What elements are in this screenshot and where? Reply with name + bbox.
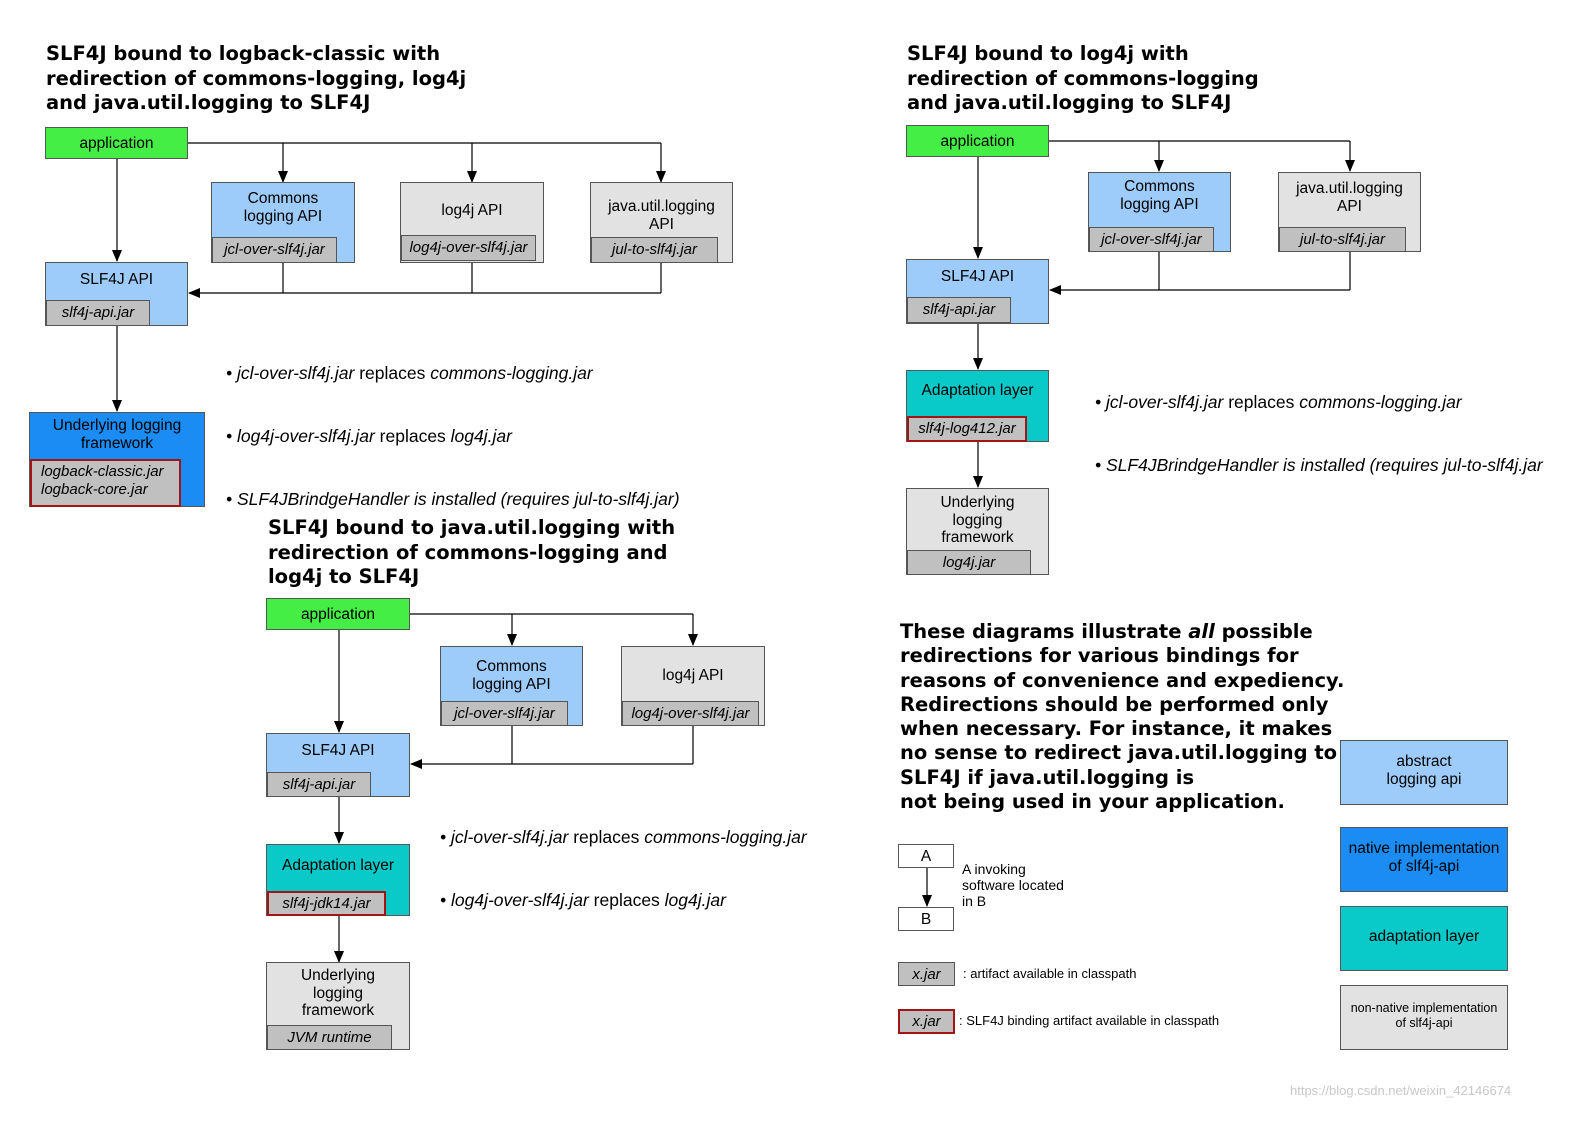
legend-abstract-api-swatch: abstract logging api	[1340, 740, 1508, 805]
explanation-paragraph: These diagrams illustrate all possible r…	[900, 620, 1345, 814]
watermark-url: https://blog.csdn.net/weixin_42146674	[1290, 1083, 1512, 1098]
commons-logging-label: Commons logging API	[1120, 178, 1199, 213]
legend-binding-jar-sample: x.jar	[898, 1009, 955, 1034]
d1-slf4j-api-box: SLF4J API slf4j-api.jar	[45, 262, 188, 326]
d2-slf4j-api-box: SLF4J API slf4j-api.jar	[906, 259, 1049, 324]
jvm-runtime-jar: JVM runtime	[267, 1025, 392, 1050]
jcl-over-slf4j-jar: jcl-over-slf4j.jar	[441, 701, 568, 726]
slf4j-log412-jar: slf4j-log412.jar	[907, 416, 1027, 442]
jcl-over-slf4j-jar: jcl-over-slf4j.jar	[212, 237, 337, 263]
jul-api-label: java.util.logging API	[608, 198, 715, 233]
underlying-framework-label: Underlying logging framework	[52, 417, 182, 452]
d3-underlying-framework-box: Underlying logging framework JVM runtime	[266, 962, 410, 1050]
log4j-api-label: log4j API	[441, 202, 503, 219]
legend-box-a: A	[898, 844, 954, 868]
legend-jar-description: : artifact available in classpath	[963, 966, 1137, 981]
d1-note-3: • SLF4JBrindgeHandler is installed (requ…	[226, 489, 680, 509]
slf4j-api-label: SLF4J API	[79, 271, 154, 288]
d1-jul-api-box: java.util.logging API jul-to-slf4j.jar	[590, 182, 733, 263]
d1-underlying-framework-box: Underlying logging framework logback-cla…	[29, 412, 205, 507]
legend-invoking-text: A invoking software located in B	[962, 861, 1064, 909]
d1-commons-logging-box: Commons logging API jcl-over-slf4j.jar	[211, 182, 355, 263]
legend-non-native-label: non-native implementation of slf4j-api	[1350, 1001, 1498, 1030]
application-label: application	[300, 606, 376, 623]
d2-jul-api-box: java.util.logging API jul-to-slf4j.jar	[1278, 172, 1421, 252]
underlying-framework-label: Underlying logging framework	[300, 967, 376, 1019]
legend-a-label: A	[920, 848, 932, 865]
slf4j-jdk14-jar: slf4j-jdk14.jar	[267, 891, 386, 916]
slf4j-api-jar: slf4j-api.jar	[267, 772, 371, 797]
adaptation-layer-label: Adaptation layer	[921, 382, 1034, 399]
log4j-over-slf4j-jar: log4j-over-slf4j.jar	[401, 235, 536, 261]
diagram-jul-title: SLF4J bound to java.util.logging with re…	[268, 516, 676, 588]
d3-application-box: application	[266, 598, 410, 630]
application-label: application	[79, 135, 154, 152]
log4j-api-label: log4j API	[662, 667, 724, 684]
d3-slf4j-api-box: SLF4J API slf4j-api.jar	[266, 733, 410, 797]
log4j-jar: log4j.jar	[907, 550, 1031, 575]
legend-non-native-swatch: non-native implementation of slf4j-api	[1340, 985, 1508, 1050]
slf4j-api-label: SLF4J API	[940, 268, 1015, 285]
emphasis-all: all	[1188, 620, 1215, 643]
legend-jar-sample: x.jar	[898, 962, 955, 986]
d2-note-1: • jcl-over-slf4j.jar replaces commons-lo…	[1095, 392, 1462, 412]
legend-native-impl-swatch: native implementation of slf4j-api	[1340, 827, 1508, 892]
slf4j-api-label: SLF4J API	[301, 742, 375, 759]
legend-adaptation-label: adaptation layer	[1368, 928, 1480, 945]
d2-notes: • jcl-over-slf4j.jar replaces commons-lo…	[1095, 350, 1543, 497]
commons-logging-label: Commons logging API	[243, 190, 323, 225]
d2-adaptation-layer-box: Adaptation layer slf4j-log412.jar	[906, 370, 1049, 442]
commons-logging-label: Commons logging API	[472, 658, 551, 693]
d1-note-1: • jcl-over-slf4j.jar replaces commons-lo…	[226, 363, 593, 383]
d1-log4j-api-box: log4j API log4j-over-slf4j.jar	[400, 182, 544, 263]
jul-api-label: java.util.logging API	[1296, 180, 1403, 215]
d3-notes: • jcl-over-slf4j.jar replaces commons-lo…	[440, 785, 807, 932]
legend-abstract-label: abstract logging api	[1386, 753, 1462, 788]
d2-underlying-framework-box: Underlying logging framework log4j.jar	[906, 488, 1049, 575]
d3-note-2: • log4j-over-slf4j.jar replaces log4j.ja…	[440, 890, 726, 910]
jul-to-slf4j-jar: jul-to-slf4j.jar	[591, 237, 718, 263]
legend-box-b: B	[898, 907, 954, 931]
d2-application-box: application	[906, 125, 1049, 157]
jcl-over-slf4j-jar: jcl-over-slf4j.jar	[1089, 227, 1214, 252]
underlying-framework-label: Underlying logging framework	[940, 494, 1015, 546]
d3-log4j-api-box: log4j API log4j-over-slf4j.jar	[621, 646, 765, 726]
d1-application-box: application	[45, 127, 188, 159]
legend-binding-description: : SLF4J binding artifact available in cl…	[959, 1013, 1220, 1028]
legend-b-label: B	[920, 911, 932, 928]
application-label: application	[940, 133, 1015, 150]
diagram-log4j-title: SLF4J bound to log4j with redirection of…	[907, 42, 1259, 114]
slf4j-api-jar: slf4j-api.jar	[46, 300, 150, 326]
d2-note-2: • SLF4JBrindgeHandler is installed (requ…	[1095, 455, 1543, 475]
legend-adaptation-swatch: adaptation layer	[1340, 906, 1508, 971]
adaptation-layer-label: Adaptation layer	[281, 857, 395, 874]
diagram-logback-title: SLF4J bound to logback-classic with redi…	[46, 42, 467, 114]
jul-to-slf4j-jar: jul-to-slf4j.jar	[1279, 227, 1406, 252]
log4j-over-slf4j-jar: log4j-over-slf4j.jar	[622, 701, 759, 726]
logback-jars: logback-classic.jar logback-core.jar	[30, 459, 181, 507]
d3-commons-logging-box: Commons logging API jcl-over-slf4j.jar	[440, 646, 583, 726]
d2-commons-logging-box: Commons logging API jcl-over-slf4j.jar	[1088, 172, 1231, 252]
d1-notes: • jcl-over-slf4j.jar replaces commons-lo…	[226, 321, 680, 531]
d3-note-1: • jcl-over-slf4j.jar replaces commons-lo…	[440, 827, 807, 847]
slf4j-api-jar: slf4j-api.jar	[907, 297, 1011, 323]
d1-note-2: • log4j-over-slf4j.jar replaces log4j.ja…	[226, 426, 512, 446]
legend-native-label: native implementation of slf4j-api	[1348, 840, 1500, 875]
d3-adaptation-layer-box: Adaptation layer slf4j-jdk14.jar	[266, 844, 410, 916]
